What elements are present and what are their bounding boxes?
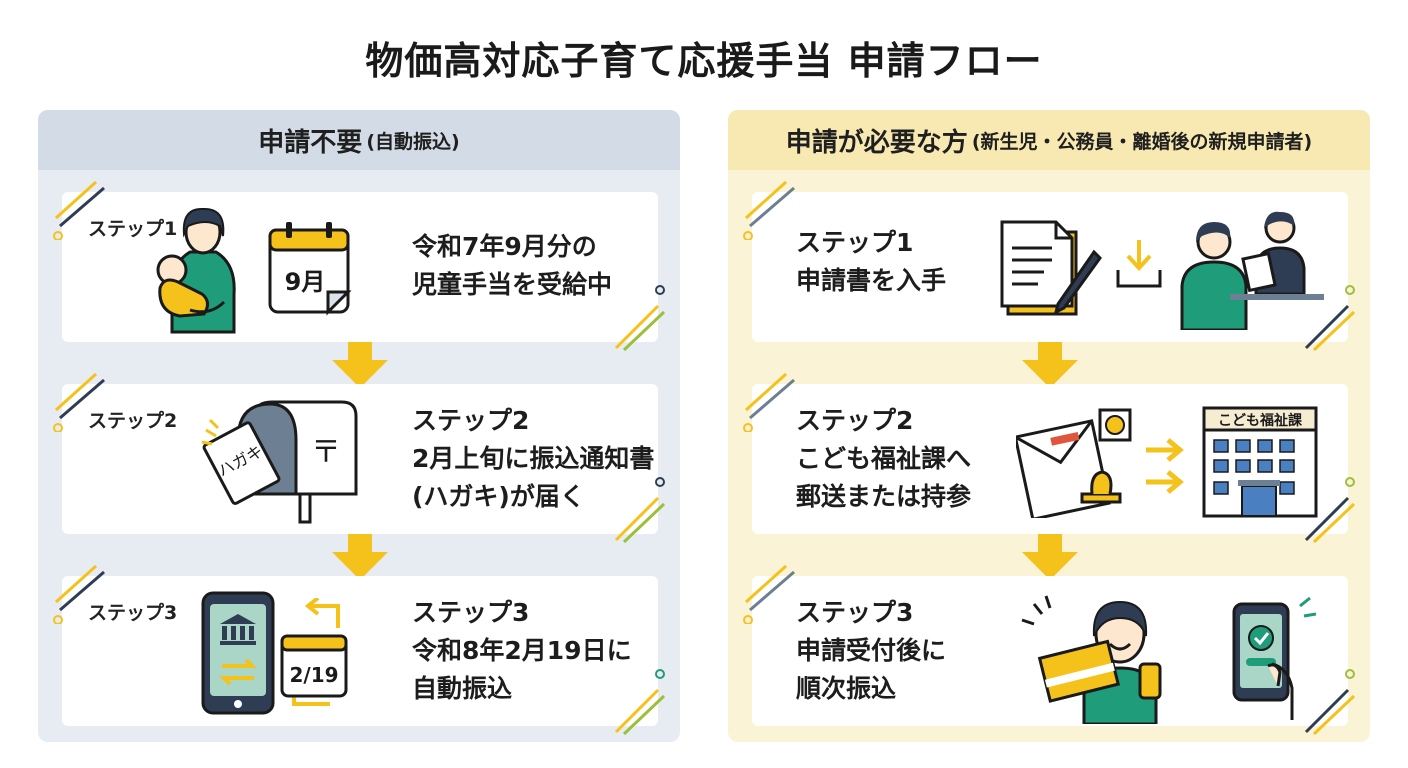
decoration-lines-icon — [53, 564, 105, 624]
calendar-date-icon: 2/19 — [280, 598, 348, 706]
send-arrows-icon — [1146, 438, 1184, 494]
postmark-symbol: 〒 — [311, 435, 341, 470]
arrow-down-icon — [332, 342, 388, 388]
woman-receiving-payment-icon — [1021, 595, 1162, 724]
step-line: ステップ2 — [412, 406, 530, 435]
building-sign: こども福祉課 — [1218, 412, 1303, 429]
arrow-down-icon — [332, 534, 388, 580]
step-text: ステップ3 申請受付後に 順次振込 — [796, 594, 946, 708]
step-tag: ステップ1 — [88, 218, 178, 240]
decoration-lines-icon — [614, 669, 666, 736]
step-card-right-2: ステップ2 こども福祉課へ 郵送または持参 こども福祉課 — [752, 384, 1348, 534]
panel-no-application-header: 申請不要(自動振込) — [38, 110, 680, 170]
step-tag: ステップ3 — [88, 602, 178, 624]
smartphone-bank-icon — [201, 591, 275, 715]
step-line: 2月上旬に振込通知書 — [412, 444, 655, 473]
step-line: ステップ1 — [796, 228, 914, 257]
step-line: ステップ2 — [796, 406, 914, 435]
decoration-lines-icon — [743, 372, 795, 432]
decoration-lines-icon — [614, 477, 666, 544]
calendar-icon: 9月 — [268, 222, 352, 316]
step-text: ステップ1 申請書を入手 — [796, 224, 946, 300]
step-line: ステップ3 — [796, 598, 914, 627]
calendar-label: 9月 — [285, 268, 326, 296]
step-text: ステップ2 2月上旬に振込通知書 (ハガキ)が届く — [412, 402, 654, 516]
arrow-down-icon — [1022, 534, 1078, 580]
smartphone-checkmark-icon — [1232, 596, 1317, 720]
step-line: 郵送または持参 — [796, 482, 972, 511]
panel-heading-sub: (自動振込) — [366, 130, 460, 153]
envelope-stamp-icon — [1016, 408, 1132, 518]
step-line: こども福祉課へ — [796, 444, 972, 473]
step-text: 令和7年9月分の 児童手当を受給中 — [412, 228, 612, 304]
parent-with-baby-icon — [156, 207, 236, 334]
download-icon — [1116, 240, 1162, 288]
decoration-lines-icon — [1304, 669, 1356, 736]
decoration-lines-icon — [53, 180, 105, 240]
step-line: 自動振込 — [412, 674, 513, 703]
counter-staff-icon — [1180, 211, 1324, 330]
step-line: 申請受付後に — [796, 636, 947, 665]
panel-application-required-header: 申請が必要な方(新生児・公務員・離婚後の新規申請者) — [728, 110, 1370, 170]
decoration-lines-icon — [53, 372, 105, 432]
step-card-left-3: ステップ3 2/19 ステップ3 令和8年2月19日に 自動振込 — [62, 576, 658, 726]
panel-no-application: 申請不要(自動振込) ステップ1 9月 令和7年9月分の 児童手当を受給中 — [38, 110, 680, 742]
page-title: 物価高対応子育て応援手当 申請フロー — [365, 39, 1043, 83]
arrow-down-icon — [1022, 342, 1078, 388]
step-line: ステップ3 — [412, 598, 530, 627]
mailbox-icon: 〒 ハガキ — [201, 400, 358, 524]
step-line: 児童手当を受給中 — [412, 270, 613, 299]
decoration-lines-icon — [1304, 285, 1356, 352]
step-text: ステップ2 こども福祉課へ 郵送または持参 — [796, 402, 971, 516]
calendar-date-label: 2/19 — [289, 663, 338, 687]
step-tag: ステップ2 — [88, 410, 178, 432]
step-card-left-1: ステップ1 9月 令和7年9月分の 児童手当を受給中 — [62, 192, 658, 342]
step-text: ステップ3 令和8年2月19日に 自動振込 — [412, 594, 632, 708]
step-card-right-3: ステップ3 申請受付後に 順次振込 — [752, 576, 1348, 726]
step-card-left-2: ステップ2 〒 ハガキ ステップ2 2月上旬に振込通知書 (ハガキ)が届く — [62, 384, 658, 534]
panel-heading: 申請不要 — [258, 127, 363, 158]
step-line: 令和7年9月分の — [412, 232, 597, 261]
step-line: 順次振込 — [796, 674, 897, 703]
decoration-lines-icon — [743, 564, 795, 624]
decoration-lines-icon — [614, 285, 666, 352]
step-line: (ハガキ)が届く — [412, 482, 585, 511]
step-line: 申請書を入手 — [796, 266, 947, 295]
step-card-right-1: ステップ1 申請書を入手 — [752, 192, 1348, 342]
welfare-office-building-icon: こども福祉課 — [1202, 406, 1318, 518]
panel-heading-sub: (新生児・公務員・離婚後の新規申請者) — [971, 130, 1313, 153]
panel-application-required: 申請が必要な方(新生児・公務員・離婚後の新規申請者) ステップ1 申請書を入手 — [728, 110, 1370, 742]
step-line: 令和8年2月19日に — [412, 636, 632, 665]
decoration-lines-icon — [743, 180, 795, 240]
application-form-icon — [1000, 220, 1102, 316]
panel-heading: 申請が必要な方 — [785, 127, 968, 158]
decoration-lines-icon — [1304, 477, 1356, 544]
